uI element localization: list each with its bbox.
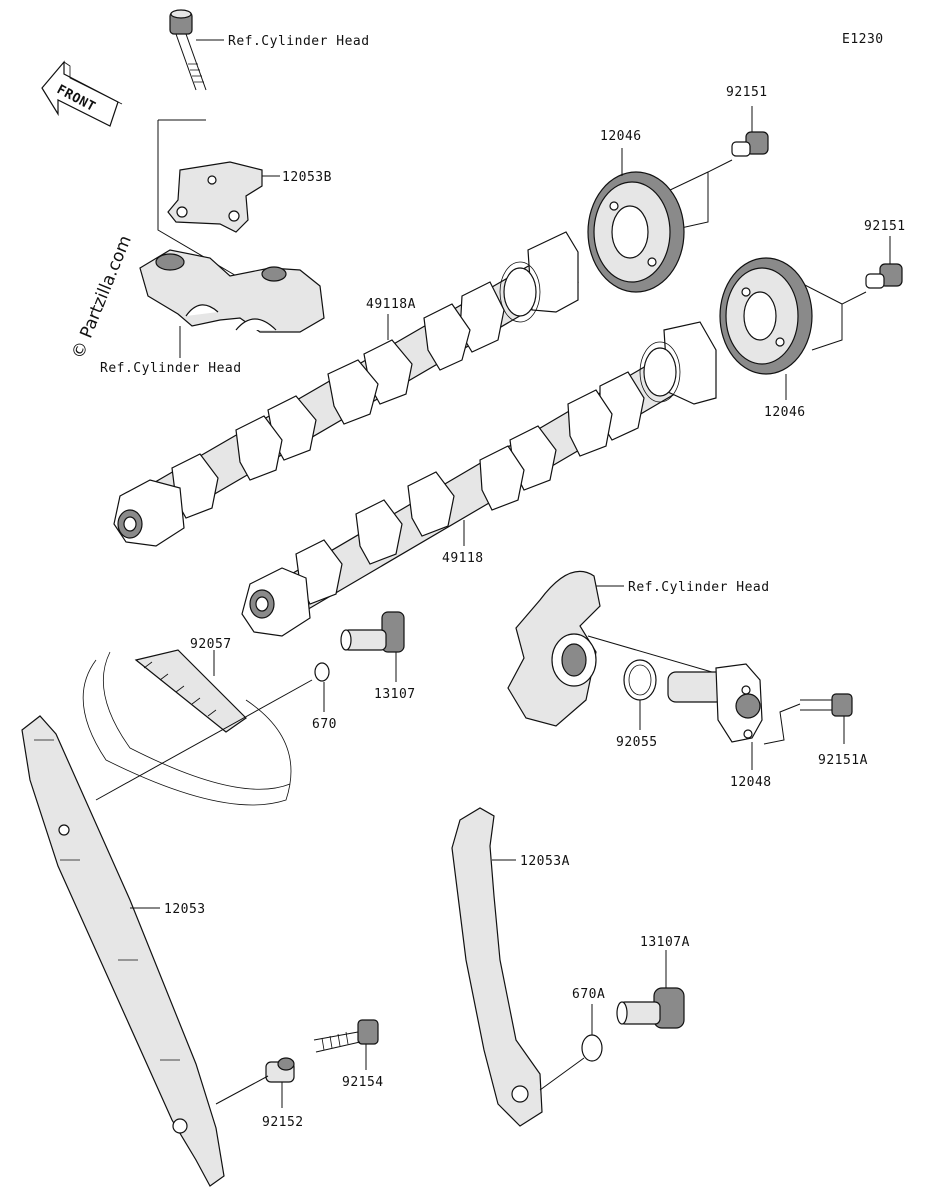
o-ring-670 — [314, 662, 330, 682]
label-92055: 92055 — [616, 735, 658, 750]
camshaft-49118 — [241, 321, 717, 637]
o-ring-670a — [581, 1034, 603, 1062]
label-12053a: 12053A — [520, 854, 570, 869]
label-12046-top: 12046 — [600, 129, 642, 144]
label-670a: 670A — [572, 987, 605, 1002]
label-12053: 12053 — [164, 902, 206, 917]
label-92151a: 92151A — [818, 753, 868, 768]
bolt-92151-top — [731, 131, 769, 157]
label-12048: 12048 — [730, 775, 772, 790]
label-92152: 92152 — [262, 1115, 304, 1130]
label-92057: 92057 — [190, 637, 232, 652]
label-ref-cylinder-head-top: Ref.Cylinder Head — [228, 34, 370, 49]
label-49118: 49118 — [442, 551, 484, 566]
label-13107a: 13107A — [640, 935, 690, 950]
label-13107: 13107 — [374, 687, 416, 702]
label-12046-right: 12046 — [764, 405, 806, 420]
cylinder-head-bolt — [169, 9, 207, 91]
collar-92152 — [265, 1057, 295, 1083]
camshaft-cap — [139, 249, 325, 333]
label-670: 670 — [312, 717, 337, 732]
cam-sprocket-12046-top — [587, 171, 685, 293]
guide-bolt-13107a — [616, 987, 685, 1029]
label-92151-right: 92151 — [864, 219, 906, 234]
label-12053b: 12053B — [282, 170, 332, 185]
camshaft-49118a — [113, 231, 579, 547]
label-ref-cylinder-head-right: Ref.Cylinder Head — [628, 580, 770, 595]
guide-bolt-13107 — [340, 611, 405, 653]
chain-guide-bracket-12053b — [167, 161, 263, 233]
label-ref-cylinder-head-left: Ref.Cylinder Head — [100, 361, 242, 376]
cam-chain-92057 — [82, 649, 292, 806]
label-92151-top: 92151 — [726, 85, 768, 100]
label-92154: 92154 — [342, 1075, 384, 1090]
bolt-92154 — [313, 1019, 379, 1053]
diagram-code: E1230 — [842, 32, 884, 47]
chain-tensioner-12048 — [667, 663, 763, 743]
bolt-92151-right — [865, 263, 903, 289]
bolt-92151a — [800, 693, 853, 717]
cylinder-head-tensioner-mount — [507, 570, 601, 727]
chain-guide-12053a — [451, 807, 543, 1127]
front-arrow-icon: FRONT — [41, 60, 123, 127]
label-49118a: 49118A — [366, 297, 416, 312]
chain-guide-12053 — [21, 715, 225, 1187]
watermark: © Partzilla.com — [68, 233, 136, 362]
cam-sprocket-12046-right — [719, 257, 813, 375]
